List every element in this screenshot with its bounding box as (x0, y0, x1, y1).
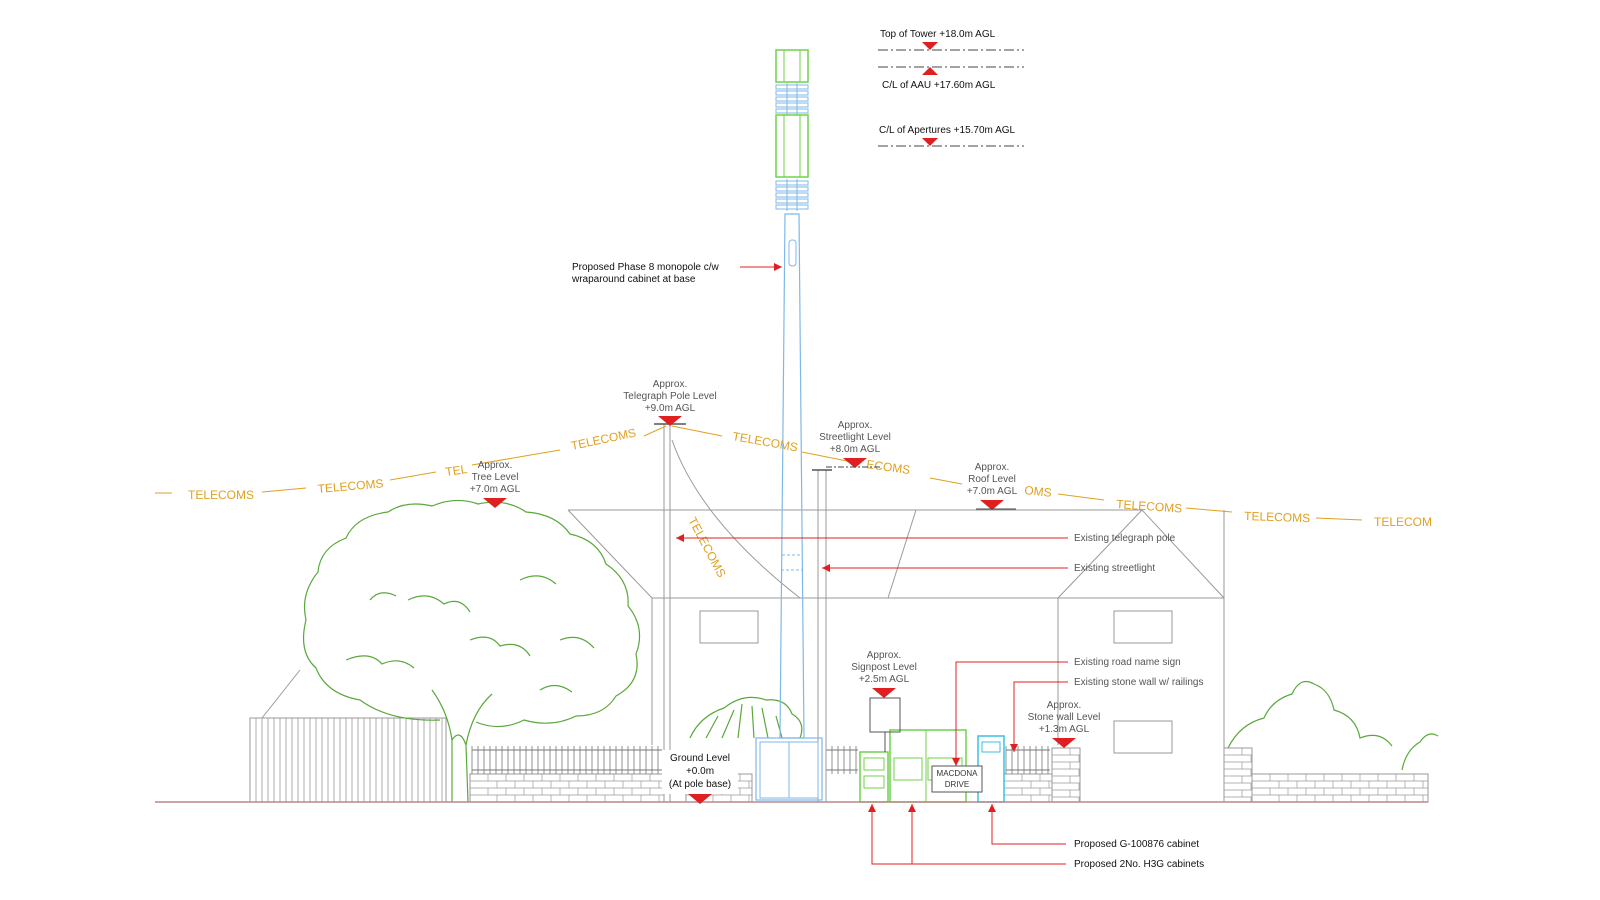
shrub-right (1227, 681, 1439, 771)
svg-text:Approx.: Approx. (975, 462, 1009, 473)
svg-text:Streetlight Level: Streetlight Level (819, 432, 891, 443)
background-house (261, 509, 1225, 800)
level-marker (922, 138, 938, 146)
svg-text:Stone wall Level: Stone wall Level (1028, 712, 1101, 723)
existing-telegraph-pole (654, 423, 801, 803)
approx-streetlight-level: Approx. Streetlight Level +8.0m AGL (819, 420, 891, 468)
monopole-label-line-2: wraparound cabinet at base (571, 274, 696, 285)
cl-aau-label: C/L of AAU +17.60m AGL (882, 80, 996, 91)
approx-roof-level: Approx. Roof Level +7.0m AGL (967, 462, 1018, 510)
existing-telegraph-pole-label: Existing telegraph pole (1074, 533, 1176, 544)
svg-text:+9.0m AGL: +9.0m AGL (645, 403, 696, 414)
svg-text:+7.0m AGL: +7.0m AGL (470, 484, 521, 495)
svg-text:+0.0m: +0.0m (686, 766, 714, 777)
level-marker (658, 416, 682, 426)
svg-text:Approx.: Approx. (478, 460, 512, 471)
telecoms-text: TELECOMS (317, 476, 384, 496)
svg-text:Telegraph Pole Level: Telegraph Pole Level (623, 391, 716, 402)
house-window (1113, 610, 1173, 644)
svg-text:Approx.: Approx. (867, 650, 901, 661)
road-name-sign: MACDONA DRIVE (931, 765, 983, 793)
pole-fins (775, 179, 809, 211)
telecoms-text: TELECOMS (570, 426, 637, 453)
svg-text:(At pole base): (At pole base) (669, 779, 731, 790)
svg-text:Tree Level: Tree Level (472, 472, 519, 483)
proposed-h3g-cabinets-label: Proposed 2No. H3G cabinets (1074, 859, 1204, 870)
pole-fins (775, 83, 809, 115)
svg-text:Roof Level: Roof Level (968, 474, 1016, 485)
proposed-g-cabinet-label: Proposed G-100876 cabinet (1074, 839, 1199, 850)
telecoms-text: TELECOMS (731, 429, 798, 454)
svg-text:Approx.: Approx. (1047, 700, 1081, 711)
telecoms-text: OMS (1024, 483, 1053, 500)
telecoms-text: TEL (444, 462, 468, 479)
svg-text:Approx.: Approx. (653, 379, 687, 390)
level-marker (843, 458, 867, 468)
antenna-top (775, 49, 809, 83)
level-marker (922, 67, 938, 75)
svg-text:Ground Level: Ground Level (670, 753, 730, 764)
existing-stone-wall-label: Existing stone wall w/ railings (1074, 677, 1204, 688)
telecoms-text: ECOMS (866, 457, 912, 477)
svg-text:+8.0m AGL: +8.0m AGL (830, 444, 881, 455)
antenna-aau (775, 114, 809, 178)
telecoms-text: TELECOMS (1244, 509, 1310, 525)
existing-signpost (869, 697, 901, 752)
ground-level-label: Ground Level +0.0m (At pole base) (662, 750, 738, 804)
road-sign-line-1: MACDONA (937, 769, 979, 778)
level-marker (872, 688, 896, 698)
house-window (699, 610, 759, 644)
svg-text:Approx.: Approx. (838, 420, 872, 431)
cl-apertures-label: C/L of Apertures +15.70m AGL (879, 125, 1016, 136)
wraparound-cabinet (755, 737, 823, 801)
telecoms-text: TELECOM (1374, 515, 1432, 529)
existing-road-sign-label: Existing road name sign (1074, 657, 1181, 668)
annotation-labels: Proposed Phase 8 monopole c/w wraparound… (571, 262, 1204, 870)
top-of-tower-label: Top of Tower +18.0m AGL (880, 29, 996, 40)
timber-fence (249, 717, 447, 803)
wall-railings (471, 746, 1050, 774)
approx-stonewall-level: Approx. Stone wall Level +1.3m AGL (1028, 700, 1101, 748)
svg-text:+2.5m AGL: +2.5m AGL (859, 674, 910, 685)
leader-lines (676, 263, 1068, 865)
tree (303, 499, 641, 803)
level-marker (688, 794, 712, 804)
svg-text:Signpost Level: Signpost Level (851, 662, 917, 673)
telecoms-text: TELECOMS (188, 488, 254, 502)
level-marker (483, 498, 507, 508)
proposed-monopole (755, 49, 823, 801)
approx-tree-level: Approx. Tree Level +7.0m AGL (470, 460, 521, 508)
shrub-center (689, 696, 803, 739)
approx-signpost-level: Approx. Signpost Level +2.5m AGL (851, 650, 917, 698)
house-window (1113, 720, 1173, 754)
level-marker (922, 42, 938, 50)
approx-telegraph-level: Approx. Telegraph Pole Level +9.0m AGL (623, 379, 717, 426)
telecoms-text: TELECOMS (1116, 497, 1183, 516)
level-marker (1052, 738, 1076, 748)
level-marker (980, 500, 1004, 510)
level-indicators: Top of Tower +18.0m AGL C/L of AAU +17.6… (878, 29, 1024, 147)
svg-text:+7.0m AGL: +7.0m AGL (967, 486, 1018, 497)
existing-streetlight-label: Existing streetlight (1074, 563, 1155, 574)
svg-text:+1.3m AGL: +1.3m AGL (1039, 724, 1090, 735)
road-sign-line-2: DRIVE (945, 780, 969, 789)
monopole-label-line-1: Proposed Phase 8 monopole c/w (572, 262, 720, 273)
telecoms-line: TELECOMS TELECOMS TEL TELECOMS TELECOMS … (155, 425, 1432, 580)
